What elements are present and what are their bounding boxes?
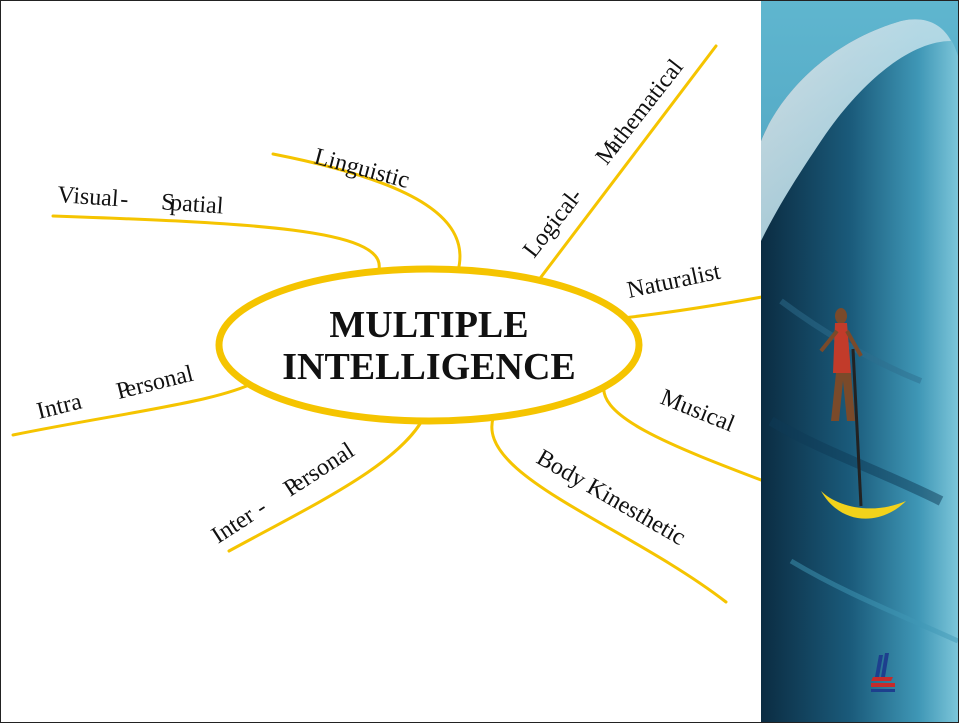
label-inter: Inter	[207, 503, 259, 549]
label-naturalist: Naturalist	[625, 259, 723, 304]
center-ellipse	[215, 265, 643, 425]
branch-line-linguistic	[271, 152, 462, 273]
label-spatial-initial: S	[160, 189, 175, 216]
surfer-figure	[819, 308, 906, 519]
branch-line-visual-spatial	[51, 214, 381, 271]
label-intra-personal-initial: P	[114, 377, 133, 405]
center-title-line1: MULTIPLE	[329, 304, 528, 346]
center-title-line2: INTELLIGENCE	[282, 346, 576, 388]
label-intra: Intra	[34, 389, 85, 425]
label-visual-dash: -	[119, 186, 129, 212]
label-inter-personal-rest: ersonal	[287, 438, 360, 498]
wave-illustration	[761, 1, 958, 722]
label-linguistic: Linguistic	[311, 144, 412, 194]
label-musical: Musical	[657, 384, 739, 437]
branch-line-inter-personal	[227, 409, 429, 553]
label-visual: Visual	[57, 182, 120, 212]
branch-line-logical-mathematical	[536, 44, 718, 283]
wave-surfer-image	[761, 1, 958, 722]
label-spatial: patial	[169, 190, 224, 220]
il-logo-icon	[871, 653, 895, 692]
label-intra-personal-rest: ersonal	[122, 361, 196, 403]
label-logical-mathematical: Logical - M athematical	[518, 54, 689, 262]
label-visual-spatial: Visual - S patial	[57, 182, 225, 220]
branch-line-body-kinesthetic	[490, 407, 728, 604]
